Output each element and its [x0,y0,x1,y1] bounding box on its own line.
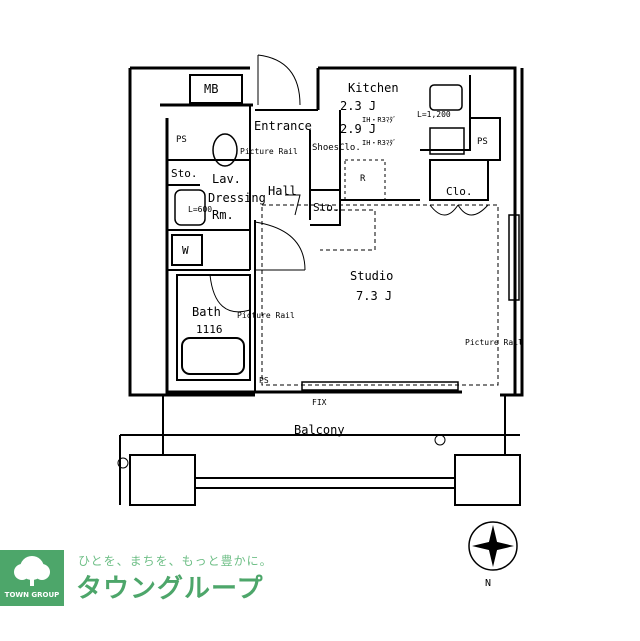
studio-upper-dashed [320,209,376,251]
tree-icon [14,556,50,586]
kitchen-sink [429,127,465,155]
balcony-outlet [117,457,129,469]
mb-box [189,74,243,104]
label-studio: Studio [350,269,393,283]
label-clo: Clo. [446,185,473,198]
toilet [212,133,238,167]
label-entrance: Entrance [254,119,312,133]
fix-window [301,381,459,391]
label-washer: W [182,244,189,257]
label-north: N [485,578,491,589]
label-dressing: Dressing [208,191,266,205]
studio-dashed-outline [261,204,499,386]
label-ps1: PS [176,135,187,145]
label-sto-left: Sto. [171,167,198,180]
label-balcony: Balcony [294,423,345,437]
kitchen-dashed [344,159,386,201]
label-rm: Rm. [212,208,234,222]
bathtub [181,337,245,375]
label-bath-size: 1116 [196,323,223,336]
label-mb: MB [204,82,218,96]
label-kitchen-note2: IH・R3ﾏﾀﾞ [362,139,396,147]
label-kitchen: Kitchen [348,81,399,95]
label-kitchen-note1: IH・R3ﾏﾀﾞ [362,116,396,124]
label-picture-rail-2: Picture Rail [237,311,295,320]
label-ps3: PS [259,376,269,385]
brand-tagline: ひとを、まちを、もっと豊かに。 [78,554,273,568]
outer-walls [128,66,524,397]
doors [209,54,489,313]
label-hall: Hall [268,184,297,198]
logo-caption: TOWN GROUP [4,591,60,599]
label-dress-l: L=600 [188,205,212,214]
compass [468,521,518,571]
kitchen-stove [429,84,463,111]
label-kitchen-length: L=1,200 [417,110,451,119]
inner-walls [167,75,501,392]
label-studio-area: 7.3 J [356,289,392,303]
town-group-logo [0,550,64,606]
label-ps2: PS [477,137,488,147]
label-kitchen-area: 2.3 J [340,99,376,113]
label-fix: FIX [312,398,327,407]
label-picture-rail-3: Picture Rail [465,338,523,347]
label-picture-rail-1: Picture Rail [240,147,298,156]
label-sto-hall: Sto. [313,201,340,214]
right-window [508,214,520,301]
washer-box [171,234,203,266]
label-lav: Lav. [212,172,241,186]
washbasin [174,189,206,226]
balcony-outline [119,395,521,506]
label-kitchen-area2: 2.9 J [340,122,376,136]
label-bath: Bath [192,305,221,319]
balcony-drain [434,434,446,446]
brand-name: タウングループ [76,574,264,604]
label-shoes: ShoesClo. [312,143,361,153]
label-refrig: R [360,174,366,184]
